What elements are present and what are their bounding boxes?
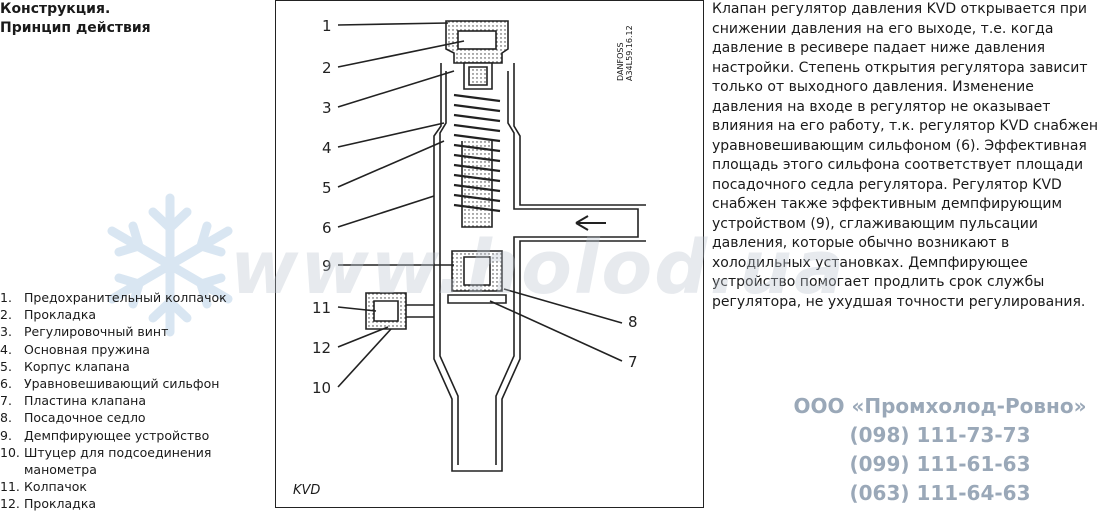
- callout-label: 11: [312, 299, 331, 317]
- drawing-code: DANFOSS A34L59.16.12: [616, 25, 634, 81]
- callout-label: 1: [322, 17, 332, 35]
- callout-label: 7: [628, 353, 638, 371]
- callout-label: 9: [322, 257, 332, 275]
- list-item: 1.Предохранительный колпачок: [0, 290, 227, 305]
- list-item: 9.Демпфирующее устройство: [0, 427, 210, 443]
- company-name: ООО «Промхолод-Ровно»: [793, 394, 1087, 418]
- callout-label: 4: [322, 139, 332, 157]
- phone-number: (063) 111-64-63: [849, 481, 1031, 505]
- list-item: 5.Корпус клапана: [0, 358, 130, 374]
- list-item: 10.Штуцер для подсоединения манометра: [0, 444, 212, 478]
- contacts-block: ООО «Промхолод-Ровно» (098) 111-73-73 (0…: [760, 392, 1100, 508]
- callout-label: 10: [312, 379, 331, 397]
- description-text: Клапан регулятор давления KVD открываетс…: [712, 1, 1098, 310]
- list-item: 7.Пластина клапана: [0, 393, 146, 409]
- callout-label: 8: [628, 313, 638, 331]
- list-item: 3.Регулировочный винт: [0, 324, 169, 340]
- figure-caption: KVD: [293, 483, 321, 498]
- list-item: 4.Основная пружина: [0, 341, 150, 357]
- parts-list: 1.Предохранительный колпачок 2.Прокладка…: [0, 289, 244, 513]
- callout-label: 2: [322, 59, 332, 77]
- phone-number: (099) 111-61-63: [849, 452, 1031, 476]
- callout-label: 3: [322, 99, 332, 117]
- list-item: 11.Колпачок: [0, 479, 87, 495]
- list-item: 12.Прокладка: [0, 496, 97, 512]
- heading-line-2: Принцип действия: [0, 20, 151, 36]
- heading-line-1: Конструкция.: [0, 1, 111, 17]
- callout-label: 6: [322, 219, 332, 237]
- section-heading: Конструкция. Принцип действия: [0, 0, 151, 38]
- phone-number: (098) 111-73-73: [849, 423, 1031, 447]
- callout-label: 12: [312, 339, 331, 357]
- list-item: 8.Посадочное седло: [0, 410, 146, 426]
- callout-label: 5: [322, 179, 332, 197]
- list-item: 6.Уравновешивающий сильфон: [0, 376, 220, 392]
- valve-diagram: 1 2 3 4 5 6 9 11 12 10 8 7 DANFOSS A34L5…: [275, 0, 704, 508]
- valve-drawing: 1 2 3 4 5 6 9 11 12 10 8 7: [312, 17, 646, 472]
- list-item: 2.Прокладка: [0, 307, 97, 323]
